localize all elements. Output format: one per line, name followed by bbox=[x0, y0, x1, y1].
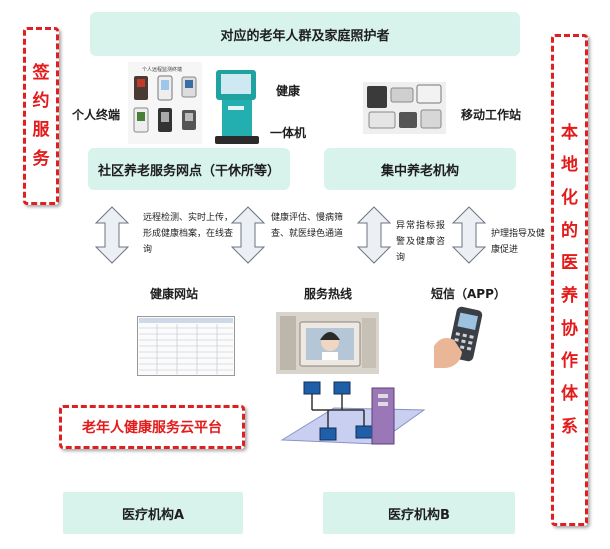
health-website-image bbox=[137, 316, 235, 376]
right-banner-char: 协 bbox=[561, 318, 578, 339]
description-nursing-guidance: 护理指导及健康促进 bbox=[491, 229, 546, 255]
community-service-box: 社区养老服务网点（干休所等） bbox=[88, 148, 290, 190]
double-arrow-2 bbox=[230, 206, 266, 264]
right-banner-char: 系 bbox=[561, 416, 578, 437]
right-banner-char: 本 bbox=[561, 122, 578, 143]
hospital-b-label: 医疗机构B bbox=[388, 507, 450, 523]
right-banner-char: 化 bbox=[561, 187, 578, 208]
right-banner-local-system: 本 地 化 的 医 养 协 作 体 系 bbox=[551, 34, 588, 526]
center-care-box: 集中养老机构 bbox=[324, 148, 516, 190]
community-service-text: 社区养老服务网点（干休所等） bbox=[97, 163, 280, 179]
mobile-phone-image bbox=[434, 306, 483, 368]
double-arrow-4 bbox=[451, 206, 487, 264]
kiosk-label-line2: 一体机 bbox=[270, 126, 307, 140]
hospital-b-box: 医疗机构B bbox=[323, 492, 515, 534]
mobile-station-label: 移动工作站 bbox=[461, 108, 522, 122]
cloud-platform-banner: 老年人健康服务云平台 bbox=[59, 405, 245, 449]
description-remote-monitoring: 远程检测、实时上传，形成健康档案，在线查询 bbox=[143, 213, 234, 255]
health-website-label: 健康网站 bbox=[150, 287, 199, 301]
right-banner-char: 医 bbox=[561, 253, 578, 274]
right-banner-char: 作 bbox=[561, 351, 578, 372]
service-hotline-image bbox=[276, 312, 379, 374]
hospital-a-box: 医疗机构A bbox=[63, 492, 243, 534]
top-banner: 对应的老年人群及家庭照护者 bbox=[90, 12, 520, 56]
double-arrow-3 bbox=[356, 206, 392, 264]
description-abnormal-alert: 异常指标报警及健康咨询 bbox=[396, 221, 447, 263]
right-banner-char: 地 bbox=[561, 155, 578, 176]
mobile-workstation-image bbox=[363, 82, 446, 134]
left-banner-char: 约 bbox=[32, 91, 50, 112]
service-hotline-label: 服务热线 bbox=[304, 287, 353, 301]
kiosk-label-line1: 健康 bbox=[276, 84, 301, 98]
left-banner-char: 服 bbox=[32, 120, 50, 140]
double-arrow-1 bbox=[94, 206, 130, 264]
sms-app-label: 短信（APP） bbox=[431, 287, 506, 301]
hospital-a-label: 医疗机构A bbox=[121, 507, 185, 523]
left-banner-char: 签 bbox=[32, 62, 50, 83]
left-banner-char: 务 bbox=[32, 148, 50, 169]
personal-terminal-label: 个人终端 bbox=[72, 108, 121, 122]
right-banner-char: 养 bbox=[561, 286, 578, 306]
description-health-assessment: 健康评估、慢病筛查、就医绿色通道 bbox=[271, 213, 344, 239]
screen-mini-title: 个人远程监测终端 bbox=[142, 66, 182, 73]
right-banner-char: 体 bbox=[561, 384, 578, 405]
right-banner-char: 的 bbox=[561, 220, 578, 241]
personal-terminal-devices-image: 个人远程监测终端 bbox=[128, 62, 202, 144]
network-server-image bbox=[280, 381, 426, 445]
cloud-platform-label: 老年人健康服务云平台 bbox=[82, 420, 222, 436]
center-care-text: 集中养老机构 bbox=[380, 163, 459, 179]
health-kiosk-image bbox=[215, 70, 259, 144]
left-banner-sign-service: 签 约 服 务 bbox=[23, 27, 59, 205]
top-banner-text: 对应的老年人群及家庭照护者 bbox=[220, 28, 390, 44]
